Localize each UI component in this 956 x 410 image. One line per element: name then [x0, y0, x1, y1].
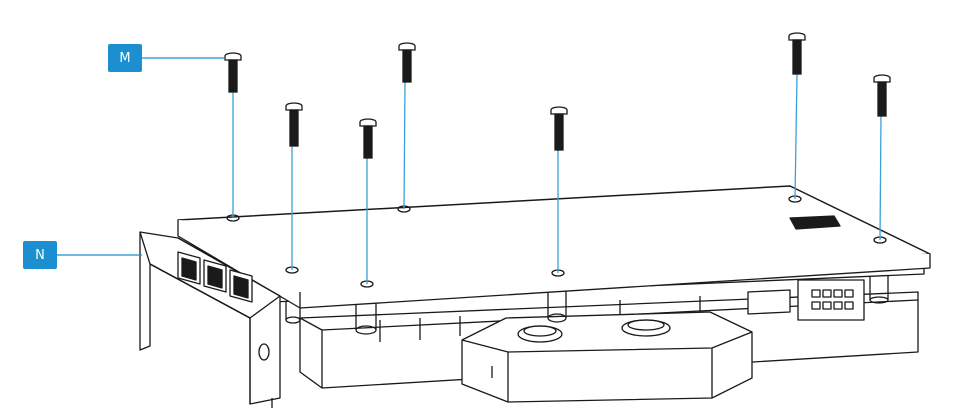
io-bracket: [139, 231, 281, 408]
cover-plate: [177, 185, 931, 309]
screw-3: [359, 118, 377, 159]
callout-n: N: [23, 241, 57, 269]
screw-5: [550, 106, 568, 151]
screw-guide-lines: [232, 73, 882, 284]
display-ports: [177, 251, 253, 303]
callout-m: M: [108, 44, 142, 72]
screw-6: [788, 32, 806, 75]
screw-1: [224, 52, 242, 93]
screws: [224, 32, 891, 159]
screw-2: [285, 102, 303, 147]
screw-4: [398, 42, 416, 83]
water-block: [461, 311, 753, 403]
power-connector: [747, 279, 865, 321]
standoffs: [285, 276, 889, 335]
screw-7: [873, 74, 891, 117]
callout-leaders: [57, 57, 225, 256]
